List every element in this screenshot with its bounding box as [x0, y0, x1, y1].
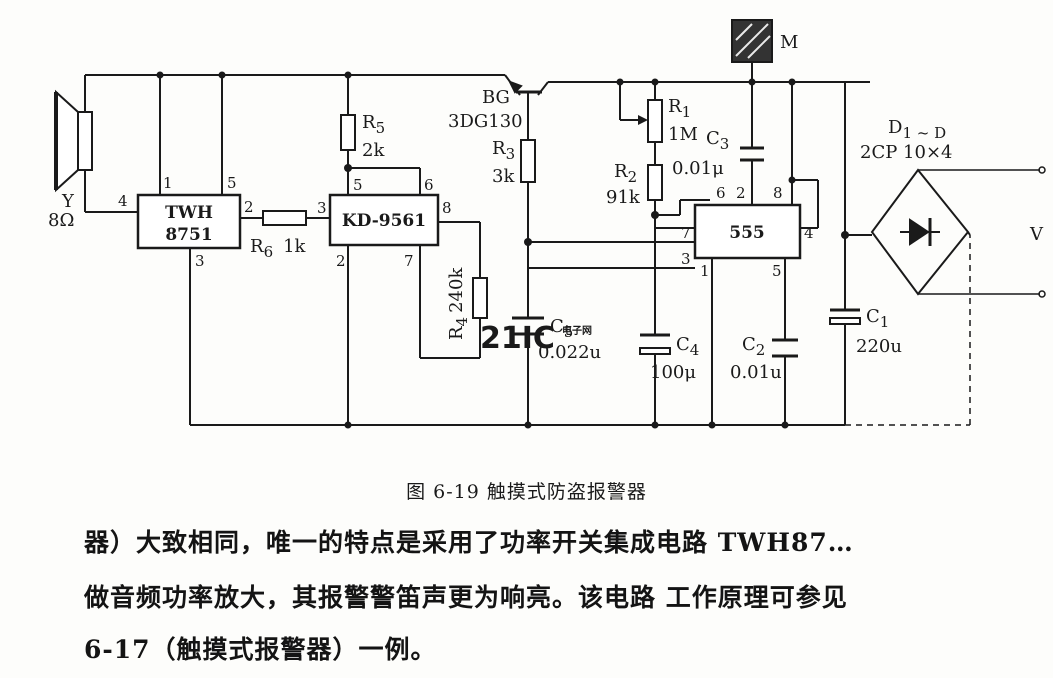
ground-return [845, 235, 971, 426]
c2-value: 0.01u [730, 362, 782, 383]
speaker-icon [54, 89, 93, 193]
r2-ref: R2 [614, 161, 637, 186]
r3-ref: R3 [492, 138, 515, 163]
capacitor-c3 [740, 146, 764, 162]
svg-text:21IC: 21IC [480, 321, 555, 356]
twh-pin-3: 3 [195, 252, 205, 270]
ic555-pin-2: 2 [736, 184, 746, 202]
twh-pin-1: 1 [163, 174, 173, 192]
diode-bridge [870, 166, 1046, 298]
kd-pin-6: 6 [424, 176, 434, 194]
ic555-pin-7: 7 [681, 224, 691, 242]
watermark-logo: 21IC 电子网 [480, 321, 592, 356]
wiper-arrow-icon [638, 115, 648, 125]
ic555-pin-1: 1 [700, 262, 710, 280]
r1-ref: R1 [668, 96, 691, 121]
capacitor-c2 [772, 338, 798, 358]
paragraph-line-2: 做音频功率放大，其报警警笛声更为响亮。该电路 工作原理可参见 [84, 583, 848, 612]
ic555-chip [693, 203, 802, 260]
junctions [156, 71, 849, 429]
touch-label: M [780, 32, 798, 53]
twh-chip [136, 193, 242, 250]
twh-pin-2: 2 [244, 198, 254, 216]
svg-text:电子网: 电子网 [562, 324, 592, 337]
resistor-r2 [647, 164, 663, 201]
ic555-pin-8: 8 [773, 184, 783, 202]
r3-value: 3k [492, 166, 515, 187]
c1-ref: C1 [866, 306, 889, 331]
c3-ref: C3 [706, 128, 729, 153]
resistor-r6 [262, 210, 307, 226]
ac-input-label: V [1029, 224, 1044, 245]
paragraph-line-3: 6-17（触摸式报警器）一例。 [84, 635, 437, 664]
twh-pin-4: 4 [118, 192, 128, 210]
capacitor-c4 [639, 333, 671, 355]
resistor-r5 [340, 114, 356, 151]
kd-pin-5: 5 [353, 176, 363, 194]
touch-plate-hatch [735, 23, 771, 59]
ic555-pin-5: 5 [772, 262, 782, 280]
c5-value: 0.022u [538, 342, 601, 363]
paragraph-line-1: 器）大致相同，唯一的特点是采用了功率开关集成电路 TWH87… [84, 528, 854, 557]
transistor-bg-icon [507, 80, 542, 110]
bg-model: 3DG130 [448, 111, 523, 132]
twh-pin-5: 5 [227, 174, 237, 192]
r1-value: 1M [668, 124, 698, 145]
diode-label: D1 ~ D [888, 117, 946, 142]
c1-value: 220u [856, 336, 902, 357]
ic555-label: 555 [729, 223, 765, 243]
c4-ref: C4 [676, 334, 699, 359]
resistor-r3 [520, 139, 536, 183]
r2-value: 91k [606, 187, 641, 208]
c5-ref: C5 [550, 316, 573, 341]
kd9561-label: KD-9561 [342, 211, 426, 231]
kd-pin-8: 8 [442, 199, 452, 217]
bg-label: BG [482, 87, 510, 108]
kd9561-chip [328, 193, 440, 247]
figure-caption: 图 6-19 触摸式防盗报警器 [406, 481, 647, 503]
speaker-ref: Y [61, 191, 75, 212]
r5-ref: R5 [362, 112, 385, 137]
capacitor-c5 [512, 316, 544, 336]
r5-value: 2k [362, 140, 385, 161]
kd-pin-2: 2 [336, 252, 346, 270]
ic555-pin-6: 6 [716, 184, 726, 202]
speaker-value: 8Ω [48, 210, 74, 231]
resistor-r4 [472, 277, 488, 319]
ic555-pin-3: 3 [681, 250, 691, 268]
kd-pin-7: 7 [404, 252, 414, 270]
c4-value: 100μ [650, 362, 696, 383]
twh-label: TWH [165, 203, 213, 223]
kd-pin-3: 3 [317, 199, 327, 217]
potentiometer-r1 [647, 99, 663, 143]
r4-label: R4240k [446, 267, 471, 340]
capacitor-c1 [829, 308, 861, 325]
c2-ref: C2 [742, 334, 765, 359]
wires [84, 62, 872, 426]
ic555-pin-4: 4 [804, 224, 814, 242]
diode-model: 2CP 10×4 [860, 142, 953, 163]
c3-value: 0.01μ [672, 158, 724, 179]
twh-model: 8751 [165, 225, 212, 245]
